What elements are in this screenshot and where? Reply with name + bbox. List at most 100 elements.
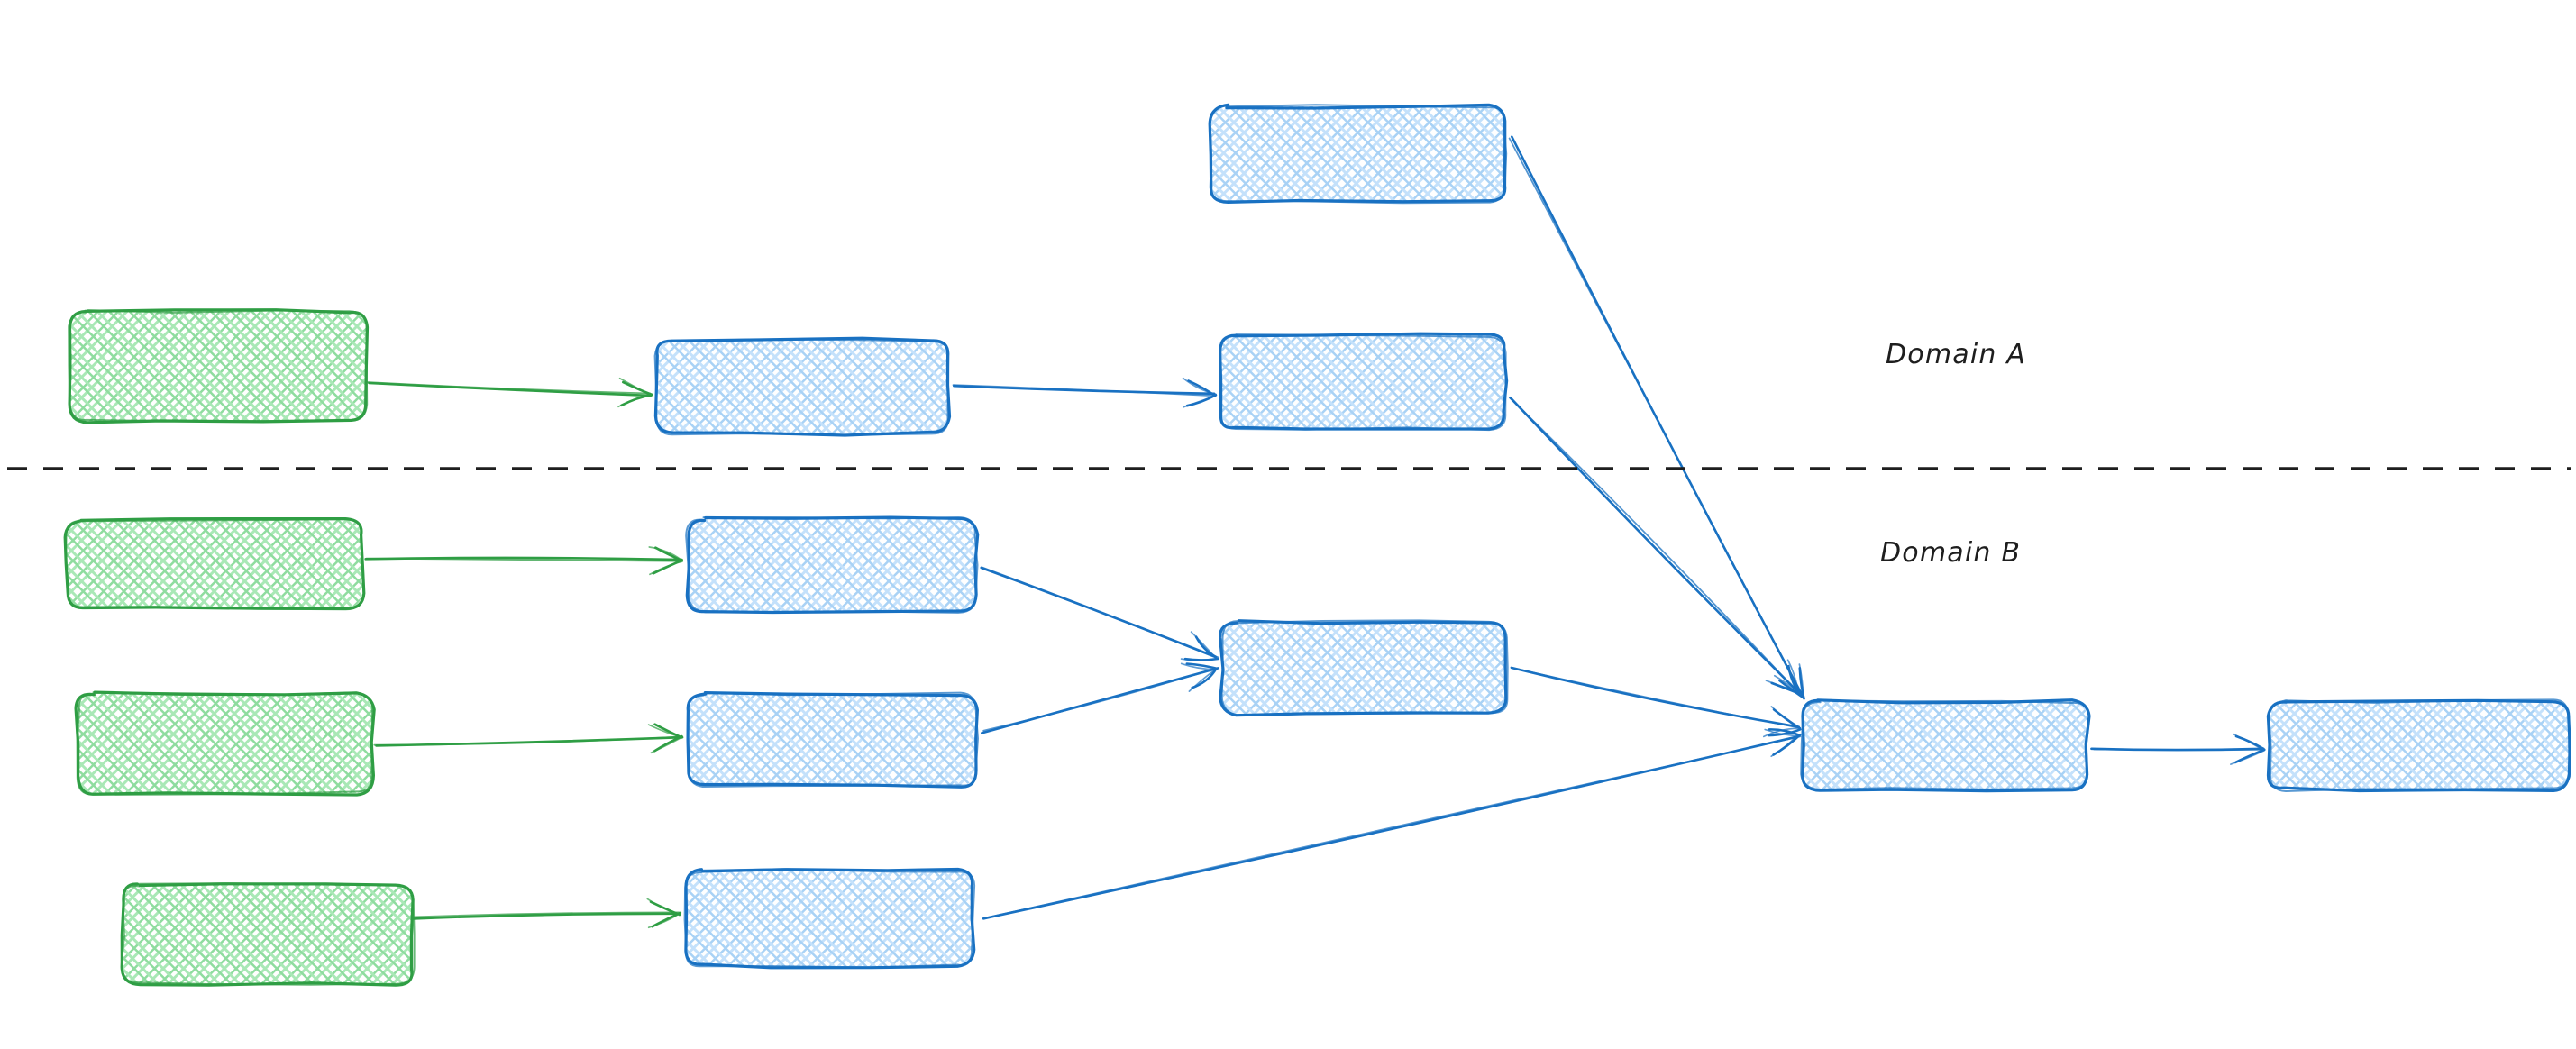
node-b_hub[interactable] xyxy=(1799,698,2091,793)
edge-shaft xyxy=(365,381,652,395)
node-b_top[interactable] xyxy=(1208,103,1509,205)
edge-arrowhead xyxy=(1768,728,1802,737)
node-fill xyxy=(123,885,413,984)
node-outline xyxy=(1800,699,2090,790)
node-outline xyxy=(76,691,374,796)
edge-arrowhead xyxy=(1765,680,1801,695)
node-outline xyxy=(2268,698,2571,792)
edge-e1[interactable] xyxy=(365,377,653,408)
node-fill xyxy=(2270,701,2569,789)
node-outline xyxy=(1219,333,1507,432)
edge-arrowhead xyxy=(2232,733,2265,752)
node-outline xyxy=(683,868,976,969)
edge-arrowhead xyxy=(646,898,680,915)
edges-layer xyxy=(364,135,2266,929)
node-outline xyxy=(1209,104,1508,205)
edge-e11[interactable] xyxy=(982,728,1802,920)
edge-arrowhead xyxy=(647,724,683,738)
edge-e8[interactable] xyxy=(980,566,1219,661)
node-g1[interactable] xyxy=(67,307,370,424)
edge-arrowhead xyxy=(1770,734,1799,758)
edge-e4[interactable] xyxy=(412,898,682,929)
edge-arrowhead xyxy=(1768,728,1801,737)
edge-arrowhead xyxy=(1183,395,1217,408)
edge-arrowhead xyxy=(1798,663,1804,699)
node-b_mid[interactable] xyxy=(1218,618,1510,717)
edge-shaft xyxy=(1509,397,1801,695)
edge-shaft xyxy=(952,384,1216,397)
edge-arrowhead xyxy=(1180,662,1218,670)
node-fill xyxy=(70,311,366,421)
edge-arrowhead xyxy=(617,393,652,408)
node-b_b1[interactable] xyxy=(684,515,980,615)
node-g4[interactable] xyxy=(119,881,416,988)
edge-e3[interactable] xyxy=(373,723,684,754)
node-g2[interactable] xyxy=(63,516,366,612)
edge-shaft xyxy=(1510,666,1800,729)
nodes-layer xyxy=(63,103,2572,988)
edge-arrowhead xyxy=(1770,706,1801,730)
edge-e5[interactable] xyxy=(952,377,1218,408)
edge-shaft xyxy=(982,667,1218,732)
node-outline xyxy=(68,309,369,423)
domain-b-text: Domain B xyxy=(1880,537,2022,569)
node-fill xyxy=(1220,335,1505,429)
edge-arrowhead xyxy=(1187,379,1217,397)
edge-shaft xyxy=(980,566,1218,659)
edge-e9[interactable] xyxy=(981,662,1219,734)
domain-label-a: Domain A xyxy=(1886,339,2026,370)
edge-e2[interactable] xyxy=(364,546,683,576)
domain-a-text: Domain A xyxy=(1886,339,2027,370)
node-fill xyxy=(1803,701,2087,789)
node-outline xyxy=(65,518,365,611)
edge-arrowhead xyxy=(1786,659,1800,695)
edge-shaft xyxy=(2093,748,2264,752)
node-fill xyxy=(78,694,373,793)
edge-arrowhead xyxy=(618,377,653,397)
node-g3[interactable] xyxy=(74,690,377,797)
edge-arrowhead xyxy=(648,546,682,561)
edge-arrowhead xyxy=(647,913,680,929)
node-b_a2[interactable] xyxy=(1217,332,1509,433)
edge-arrowhead xyxy=(1190,631,1217,659)
node-b_b2[interactable] xyxy=(684,690,980,789)
edge-arrowhead xyxy=(649,561,683,576)
node-outline xyxy=(1220,619,1509,716)
edge-shaft xyxy=(412,912,681,920)
edge-arrowhead xyxy=(1180,658,1217,661)
node-outline xyxy=(120,882,416,986)
node-fill xyxy=(67,520,362,608)
edge-shaft xyxy=(365,557,683,562)
node-fill xyxy=(656,340,948,433)
edge-shaft xyxy=(1509,397,1800,695)
node-b_b3[interactable] xyxy=(681,867,977,970)
edge-arrowhead xyxy=(1188,668,1218,692)
node-outline xyxy=(653,338,950,436)
edge-arrowhead xyxy=(1764,728,1800,737)
node-fill xyxy=(1211,106,1505,202)
node-fill xyxy=(685,871,973,966)
node-fill xyxy=(688,519,976,611)
edge-arrowhead xyxy=(1182,377,1217,396)
edge-arrowhead xyxy=(2230,750,2265,765)
edge-shaft xyxy=(982,735,1802,920)
node-outline xyxy=(686,691,979,788)
edge-shaft xyxy=(373,735,682,746)
edge-e12[interactable] xyxy=(2090,733,2266,765)
node-b_a1[interactable] xyxy=(653,336,952,437)
edge-e10[interactable] xyxy=(1510,666,1802,738)
node-fill xyxy=(688,694,976,786)
node-outline xyxy=(685,516,979,614)
edge-shaft xyxy=(413,911,681,918)
domain-label-b: Domain B xyxy=(1880,537,2021,569)
edge-arrowhead xyxy=(1773,674,1805,699)
edge-e7[interactable] xyxy=(1509,397,1801,695)
edge-arrowhead xyxy=(620,393,653,407)
edge-shaft xyxy=(981,566,1219,659)
edge-e6[interactable] xyxy=(1508,135,1805,700)
node-b_out[interactable] xyxy=(2266,698,2572,793)
edge-arrowhead xyxy=(1185,662,1218,670)
node-fill xyxy=(1221,622,1506,714)
